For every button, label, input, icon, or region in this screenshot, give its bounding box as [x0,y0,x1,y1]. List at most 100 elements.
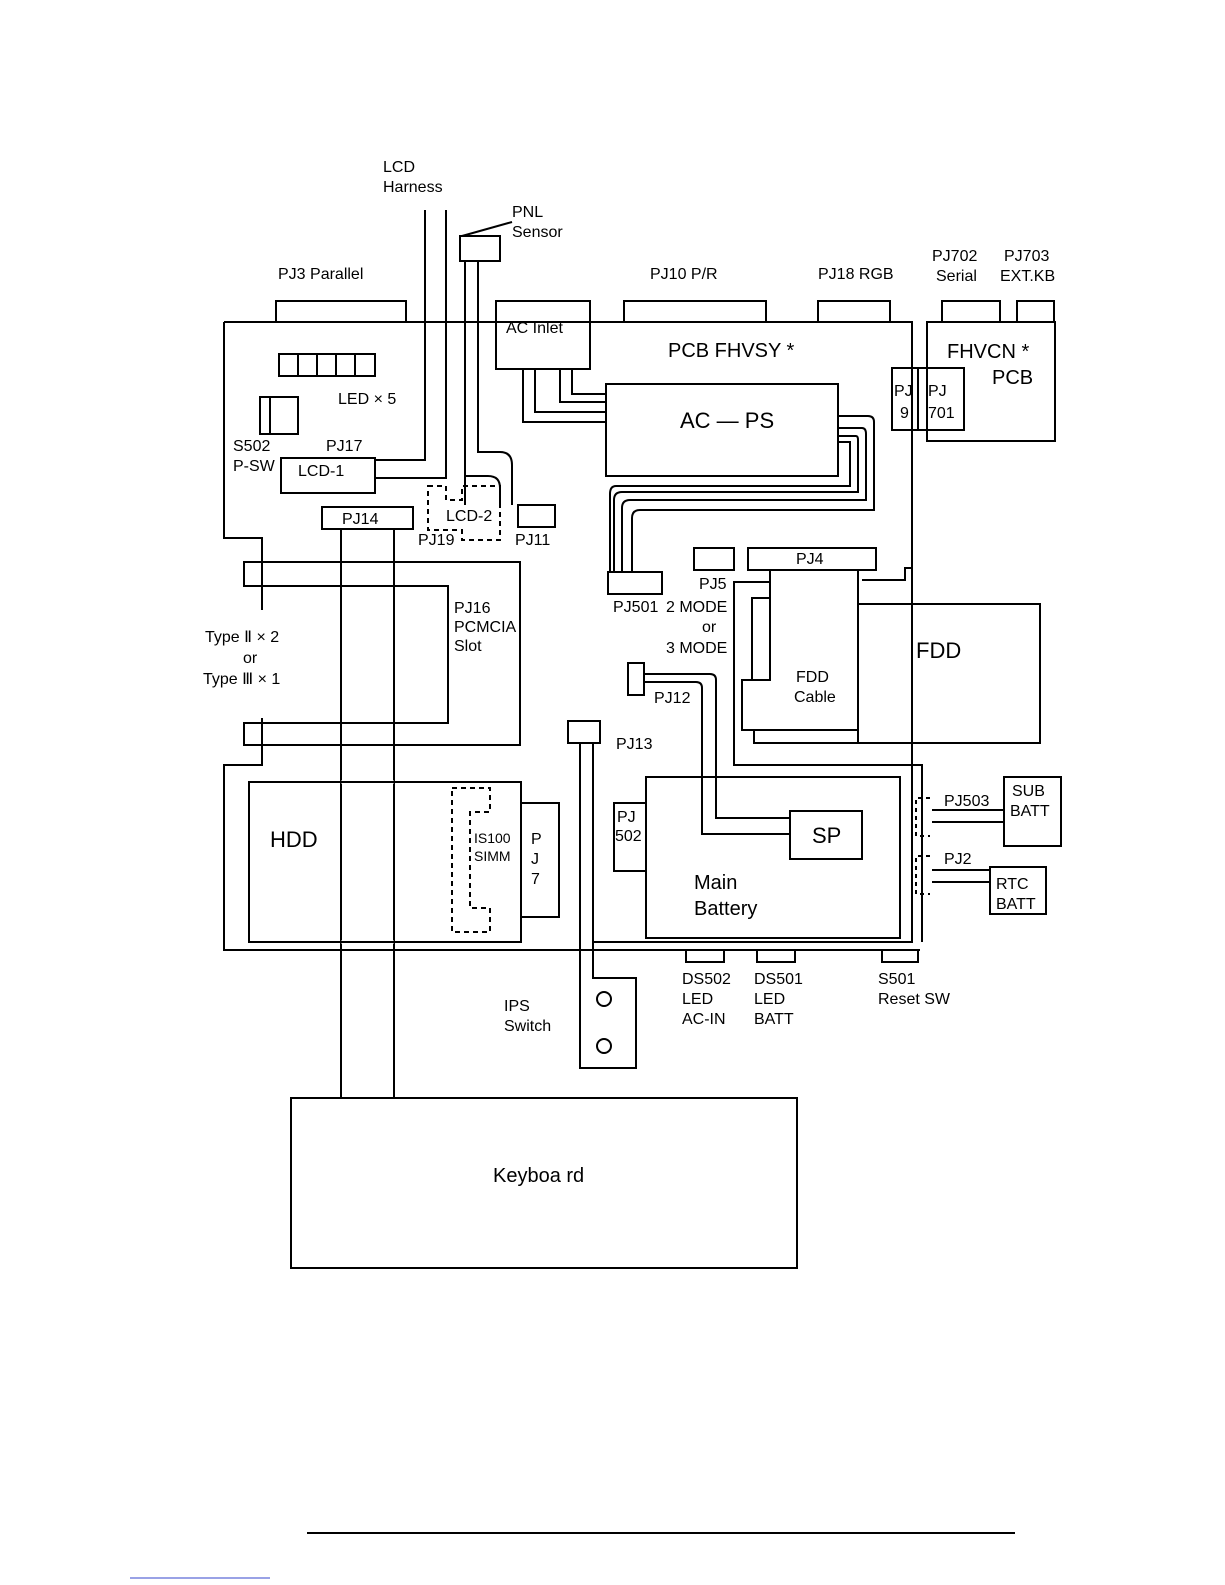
pj11-label: PJ11 [515,532,550,549]
ac-inlet [495,300,591,370]
pj18-label: PJ18 RGB [818,266,894,283]
is100-label-2: SIMM [474,848,511,864]
pj4-connector [747,547,877,571]
ds501-label-2: LED [754,991,785,1008]
led-dividers [297,354,356,376]
lcd-harness-label-2: Harness [383,179,443,196]
pj2-label: PJ2 [944,851,972,868]
lcd2-connector-dashed [427,485,501,541]
s501-label-2: Reset SW [878,991,951,1008]
pj501-connector [607,571,663,595]
lcd2-label: LCD-2 [446,508,492,525]
keyboard-label: Keyboa rd [493,1165,584,1187]
type-label-2: or [243,650,258,667]
lcd-harness-label-1: LCD [383,159,415,176]
pj14-label: PJ14 [342,511,379,528]
pj10-connector [623,300,767,323]
pnl-sensor-label-1: PNL [512,204,543,221]
type-label-3: Type Ⅲ × 1 [203,671,280,688]
pj703-label-1: PJ703 [1004,248,1049,265]
pj701-connector [917,367,965,431]
pj702-label-2: Serial [936,268,977,285]
ds502-label-3: AC-IN [682,1011,726,1028]
speaker-sp [789,810,863,860]
is100-simm-dashed [451,787,491,933]
sp-label: SP [812,823,841,848]
mode-label-3: 3 MODE [666,640,727,657]
pj7-label-3: 7 [531,871,540,888]
rtc-batt-label-1: RTC [996,876,1029,893]
pj13-label: PJ13 [616,736,653,753]
pj703-extkb-connector [1016,300,1055,323]
pj5-label: PJ5 [699,576,727,593]
pj702-label-1: PJ702 [932,248,977,265]
pj16-label-1: PJ16 [454,600,491,617]
pj10-label: PJ10 P/R [650,266,718,283]
s502-power-switch [259,396,299,435]
fdd-cable-label-1: FDD [796,669,829,686]
s501-label-1: S501 [878,971,915,988]
sub-battery [1003,776,1062,847]
ips-switch-cable [579,743,637,1069]
pj502-label-2: 502 [615,828,642,845]
main-battery-label-1: Main [694,872,737,894]
s502-label-2: P-SW [233,458,276,475]
pj701-label-2: 701 [928,405,955,422]
pj503-label: PJ503 [944,793,989,810]
keyboard-block [290,1097,798,1269]
ips-switch-button-1 [596,991,612,1007]
pj16-label-2: PCMCIA [454,619,517,636]
ips-label-1: IPS [504,998,530,1015]
pnl-sensor [459,235,501,262]
pj12-connector [627,662,645,696]
system-board-outline [223,321,920,951]
system-board-bottom [223,942,580,951]
pj7-label-2: J [531,851,539,868]
ac-ps-output-wires [609,415,875,572]
sub-batt-label-1: SUB [1012,783,1045,800]
fdd-label: FDD [916,638,961,663]
ac-ps-label: AC — PS [680,408,774,433]
pj14-connector [321,506,414,530]
pj9-label-2: 9 [900,405,909,422]
ds501-led [756,949,796,963]
lcd-harness-cable [374,210,447,479]
led5-label: LED × 5 [338,391,396,408]
pj4-label: PJ4 [796,551,824,568]
main-battery-label-2: Battery [694,898,757,920]
pj13-connector [567,720,601,744]
s502-label-1: S502 [233,438,270,455]
hdd-label: HDD [270,827,318,852]
pj703-label-2: EXT.KB [1000,268,1055,285]
ac-inlet-wires [522,369,606,423]
keyboard-cable [340,529,395,1098]
sub-batt-label-2: BATT [1010,803,1050,820]
fhvcn-label-2: PCB [992,367,1033,389]
pcb-fhvsy-label: PCB FHVSY * [668,340,795,362]
fdd-cable-label-2: Cable [794,689,836,706]
is100-label-1: IS100 [474,830,511,846]
pj3-parallel-connector [275,300,407,323]
pj11-connector [517,504,556,528]
ips-label-2: Switch [504,1018,551,1035]
type-label-1: Type Ⅱ × 2 [205,629,279,646]
pj702-serial-connector [941,300,1001,323]
pcmcia-slot [243,561,521,746]
pcmcia-dashed-edges [341,561,394,746]
s501-reset-switch [881,949,919,963]
pj502-connector [613,802,647,872]
led-array [278,353,376,377]
pnl-sensor-cable [464,261,513,505]
lcd1-connector [280,457,376,494]
ds501-label-1: DS501 [754,971,803,988]
fhvcn-label-1: FHVCN * [947,341,1029,363]
ds502-label-1: DS502 [682,971,731,988]
ds502-label-2: LED [682,991,713,1008]
pj17-label: PJ17 [326,438,363,455]
mode-label-1: 2 MODE [666,599,727,616]
pj7-connector [520,802,560,918]
pj502-label-1: PJ [617,809,636,826]
fhvcn-pcb [926,321,1056,442]
pj9-label-1: PJ [894,383,913,400]
ac-inlet-label: AC Inlet [506,320,563,337]
